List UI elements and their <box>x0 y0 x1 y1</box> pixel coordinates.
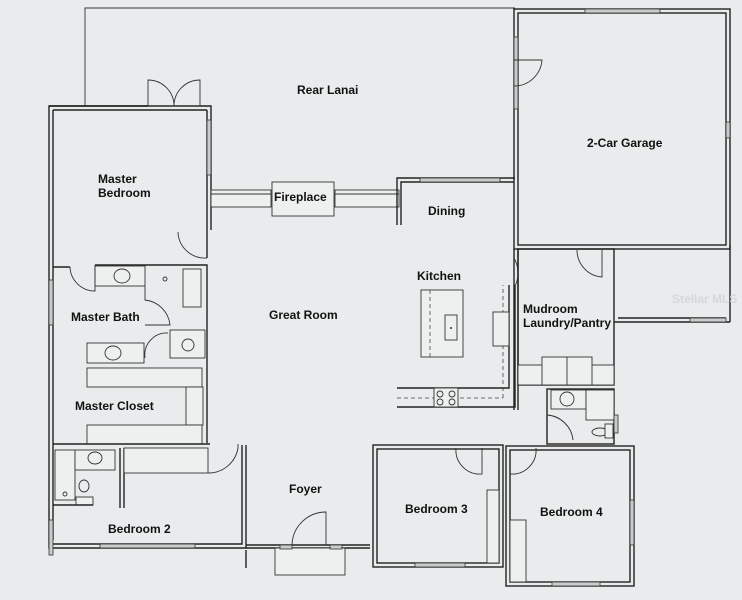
mudroom-line1: Mudroom <box>523 302 578 316</box>
room-label-foyer: Foyer <box>289 482 322 496</box>
room-label-dining: Dining <box>428 204 466 218</box>
room-label-master-closet: Master Closet <box>75 399 154 413</box>
room-label-bedroom-2: Bedroom 2 <box>108 522 171 536</box>
bedroom-3-walls <box>372 444 504 568</box>
master-bedroom-line2: Bedroom <box>98 186 151 200</box>
garage-walls <box>513 8 731 250</box>
room-label-master-bedroom: Master Bedroom <box>98 172 151 200</box>
room-label-bedroom-4: Bedroom 4 <box>540 505 603 519</box>
room-label-kitchen: Kitchen <box>417 269 462 283</box>
mudroom-line2: Laundry/Pantry <box>523 316 612 330</box>
room-label-rear-lanai: Rear Lanai <box>297 83 359 97</box>
master-bath-walls <box>48 264 208 443</box>
mudroom-walls <box>517 245 731 386</box>
fireplace-wall <box>210 181 400 217</box>
room-label-master-bath: Master Bath <box>71 310 140 324</box>
room-label-garage: 2-Car Garage <box>587 136 663 150</box>
foyer-entry <box>245 511 370 576</box>
bedroom-4-walls <box>505 445 635 587</box>
room-label-bedroom-3: Bedroom 3 <box>405 502 468 516</box>
rear-lanai-outline <box>84 7 515 106</box>
master-bedroom-line1: Master <box>98 172 137 186</box>
room-label-mudroom: Mudroom Laundry/Pantry <box>523 302 611 330</box>
watermark: Stellar MLS <box>672 292 738 306</box>
master-closet-shelves <box>53 367 210 445</box>
hall-bath <box>546 388 619 445</box>
room-label-fireplace: Fireplace <box>274 190 327 204</box>
room-label-great-room: Great Room <box>269 308 338 322</box>
kitchen-fixtures <box>397 285 516 408</box>
bedroom-2-walls <box>48 444 247 556</box>
